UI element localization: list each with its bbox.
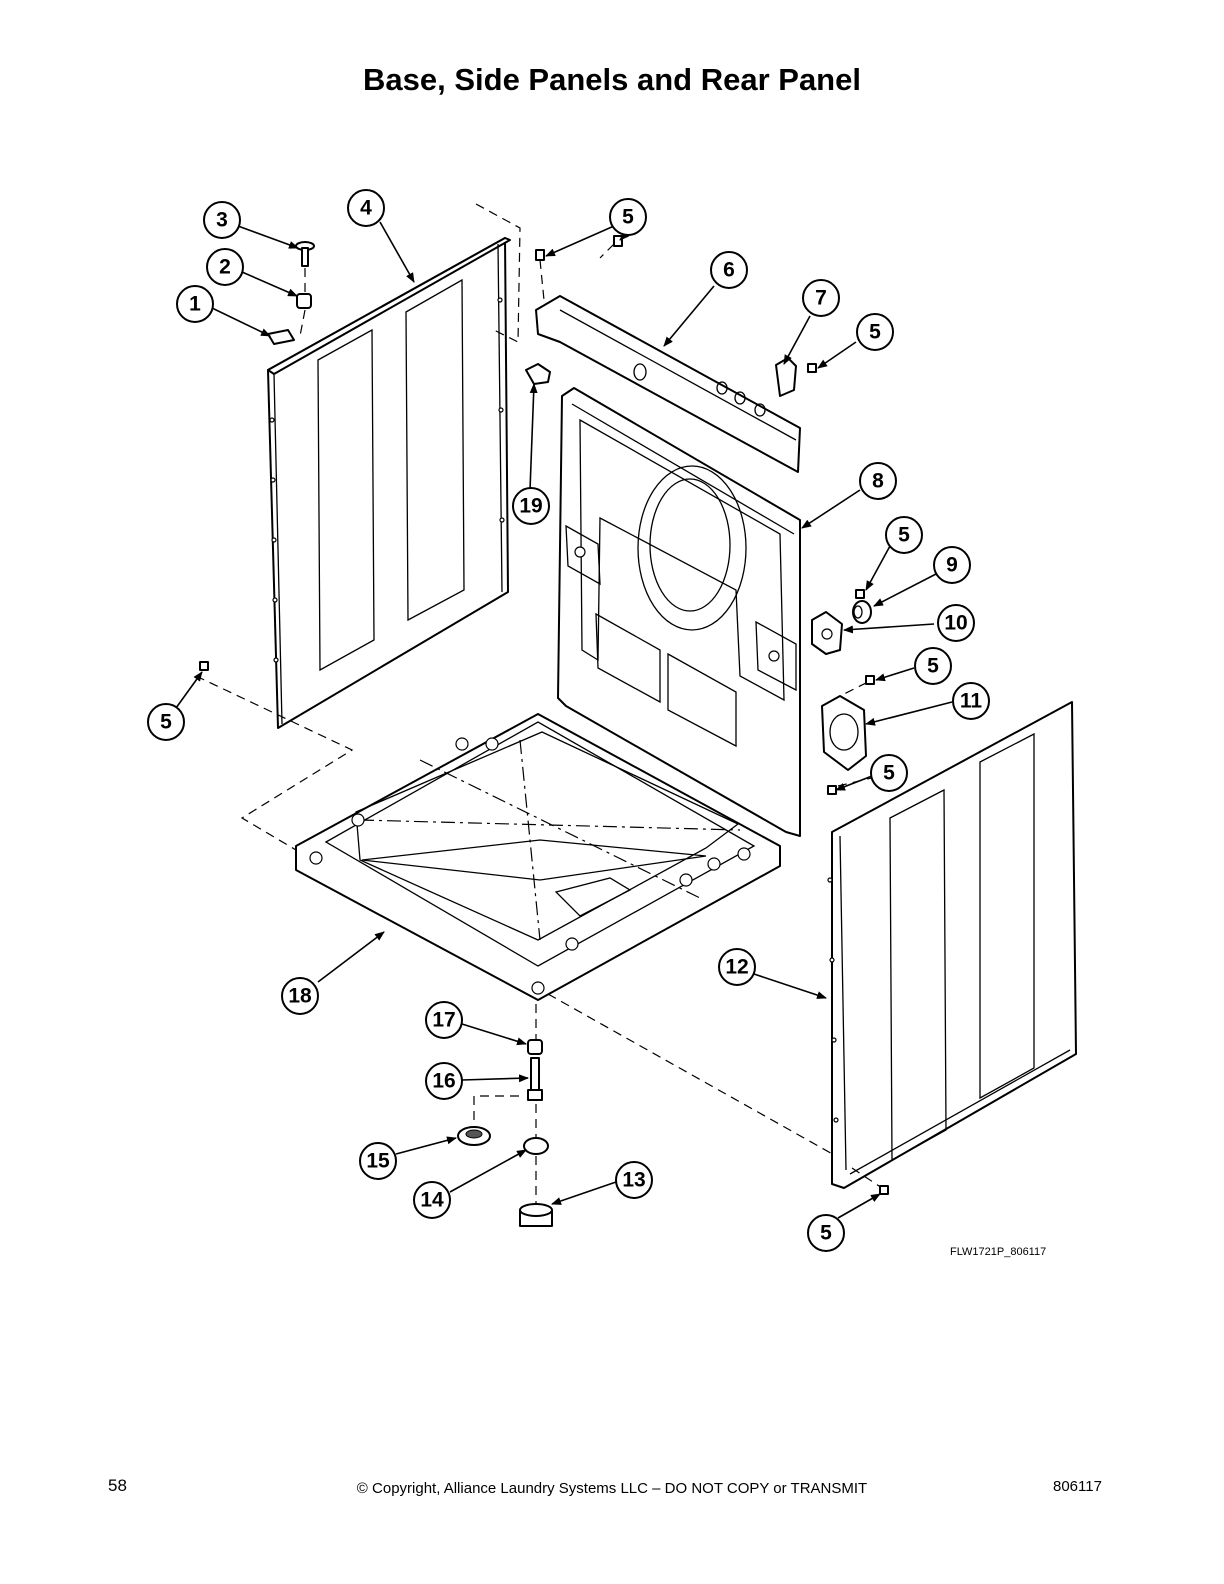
bolt-part-16: [527, 1057, 543, 1101]
grommet-part-9: [852, 600, 872, 624]
footer-copyright: © Copyright, Alliance Laundry Systems LL…: [356, 1480, 868, 1497]
callout-5-grommet: 5: [885, 516, 923, 554]
washer-part-14: [523, 1137, 549, 1155]
svg-text:14: 14: [420, 1189, 444, 1212]
rear-panel: [557, 387, 801, 837]
callout-5-left-panel: 5: [147, 703, 185, 741]
callout-2: 2: [206, 248, 244, 286]
callout-9: 9: [933, 546, 971, 584]
leveling-foot-part-13: [519, 1203, 553, 1227]
screw-part-3: [295, 241, 315, 267]
svg-text:5: 5: [898, 524, 910, 547]
callout-17: 17: [425, 1001, 463, 1039]
svg-text:8: 8: [872, 470, 884, 493]
callout-5-vent: 5: [914, 647, 952, 685]
callout-5-right-panel: 5: [807, 1214, 845, 1252]
svg-text:10: 10: [944, 612, 967, 635]
callout-1: 1: [176, 285, 214, 323]
svg-text:5: 5: [160, 711, 172, 734]
svg-text:19: 19: [519, 495, 542, 518]
page-title: Base, Side Panels and Rear Panel: [363, 62, 861, 97]
callout-5-rear-bottom: 5: [870, 754, 908, 792]
bearing-plate-part-10: [811, 611, 843, 655]
latch-part-19: [525, 363, 551, 385]
callout-8: 8: [859, 462, 897, 500]
vent-part-11: [821, 695, 867, 771]
nut-part-17: [527, 1039, 543, 1055]
right-side-panel: [827, 701, 1077, 1189]
svg-text:4: 4: [360, 197, 372, 220]
leader-lines: [175, 221, 953, 1219]
svg-text:3: 3: [216, 209, 228, 232]
callout-7: 7: [802, 279, 840, 317]
callout-10: 10: [937, 604, 975, 642]
left-side-panel: [267, 237, 511, 729]
svg-text:5: 5: [883, 762, 895, 785]
svg-text:11: 11: [960, 690, 983, 713]
svg-text:16: 16: [432, 1070, 455, 1093]
svg-text:7: 7: [815, 287, 827, 310]
svg-text:6: 6: [723, 259, 735, 282]
callout-11: 11: [952, 682, 990, 720]
svg-text:9: 9: [946, 554, 958, 577]
callout-5-top: 5: [609, 198, 647, 236]
rear-top-bracket: [535, 295, 801, 473]
svg-text:13: 13: [622, 1169, 645, 1192]
callout-4: 4: [347, 189, 385, 227]
panel-clip-part-1: [267, 329, 295, 345]
callout-15: 15: [359, 1142, 397, 1180]
base-frame: [295, 713, 781, 1001]
footer-document-number: 806117: [1053, 1478, 1102, 1495]
callout-5-bracket: 5: [856, 313, 894, 351]
svg-text:12: 12: [725, 956, 748, 979]
svg-text:5: 5: [820, 1222, 832, 1245]
callout-14: 14: [413, 1181, 451, 1219]
svg-text:18: 18: [288, 985, 312, 1008]
svg-text:1: 1: [189, 293, 201, 316]
callout-3: 3: [203, 201, 241, 239]
hinge-part-7: [775, 357, 797, 397]
svg-text:15: 15: [366, 1150, 390, 1173]
svg-text:5: 5: [869, 321, 881, 344]
svg-text:17: 17: [432, 1009, 455, 1032]
bumper-part-2: [296, 293, 312, 309]
callout-19: 19: [512, 487, 550, 525]
foot-part-15: [457, 1126, 491, 1146]
footer-page-number: 58: [108, 1476, 127, 1495]
callout-18: 18: [281, 977, 319, 1015]
svg-text:2: 2: [219, 256, 231, 279]
callout-16: 16: [425, 1062, 463, 1100]
drawing-code: FLW1721P_806117: [950, 1246, 1047, 1258]
svg-text:5: 5: [927, 655, 939, 678]
callout-12: 12: [718, 948, 756, 986]
callout-13: 13: [615, 1161, 653, 1199]
svg-text:5: 5: [622, 206, 634, 229]
callout-6: 6: [710, 251, 748, 289]
